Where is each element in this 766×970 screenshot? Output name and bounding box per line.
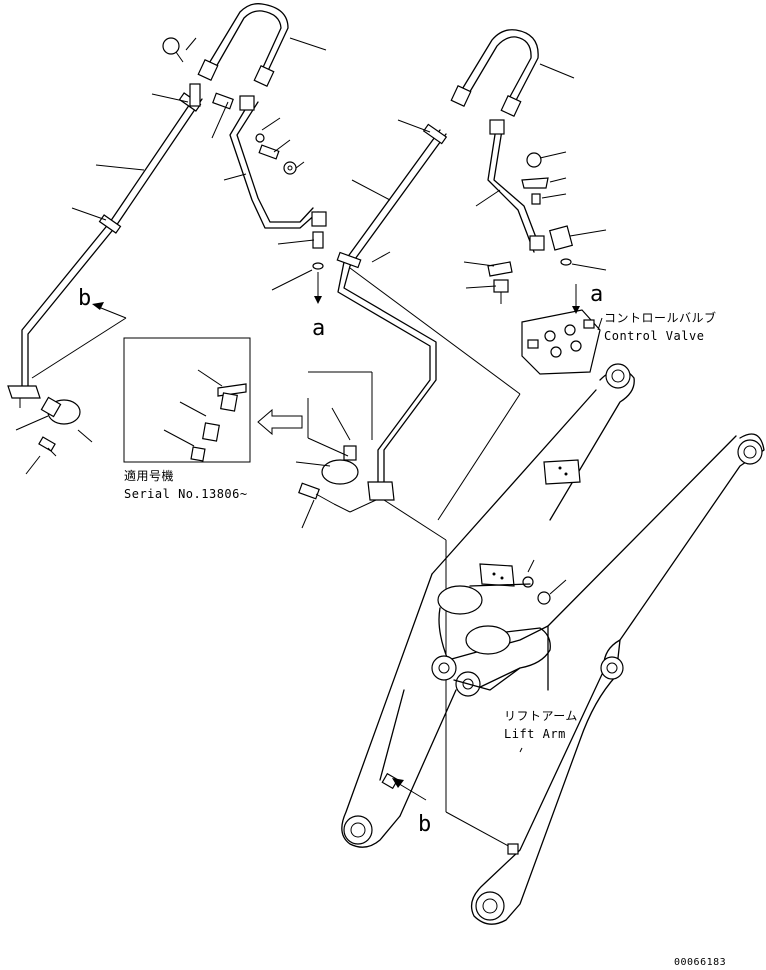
control-valve-area: [463, 119, 607, 375]
lift-arm-frame: [341, 363, 765, 925]
drawing-number: 00066183: [674, 957, 727, 968]
inset-detail-box: [123, 337, 303, 463]
ref-b-lower: b: [418, 812, 432, 837]
ref-a-left: a: [312, 316, 326, 341]
serial-label-jp: 適用号機: [124, 469, 175, 483]
ref-a-right: a: [590, 282, 604, 307]
serial-label-en: Serial No.13806~: [124, 487, 248, 501]
lift-arm-label-en: Lift Arm: [504, 727, 566, 741]
lift-arm-label-jp: リフトアーム: [504, 709, 578, 723]
ref-b-left: b: [78, 286, 92, 311]
control-valve-label-jp: コントロールバルブ: [604, 311, 717, 325]
center-tube-assembly: [295, 29, 575, 849]
control-valve-label-en: Control Valve: [604, 329, 705, 343]
left-hose-assembly: [7, 3, 327, 475]
